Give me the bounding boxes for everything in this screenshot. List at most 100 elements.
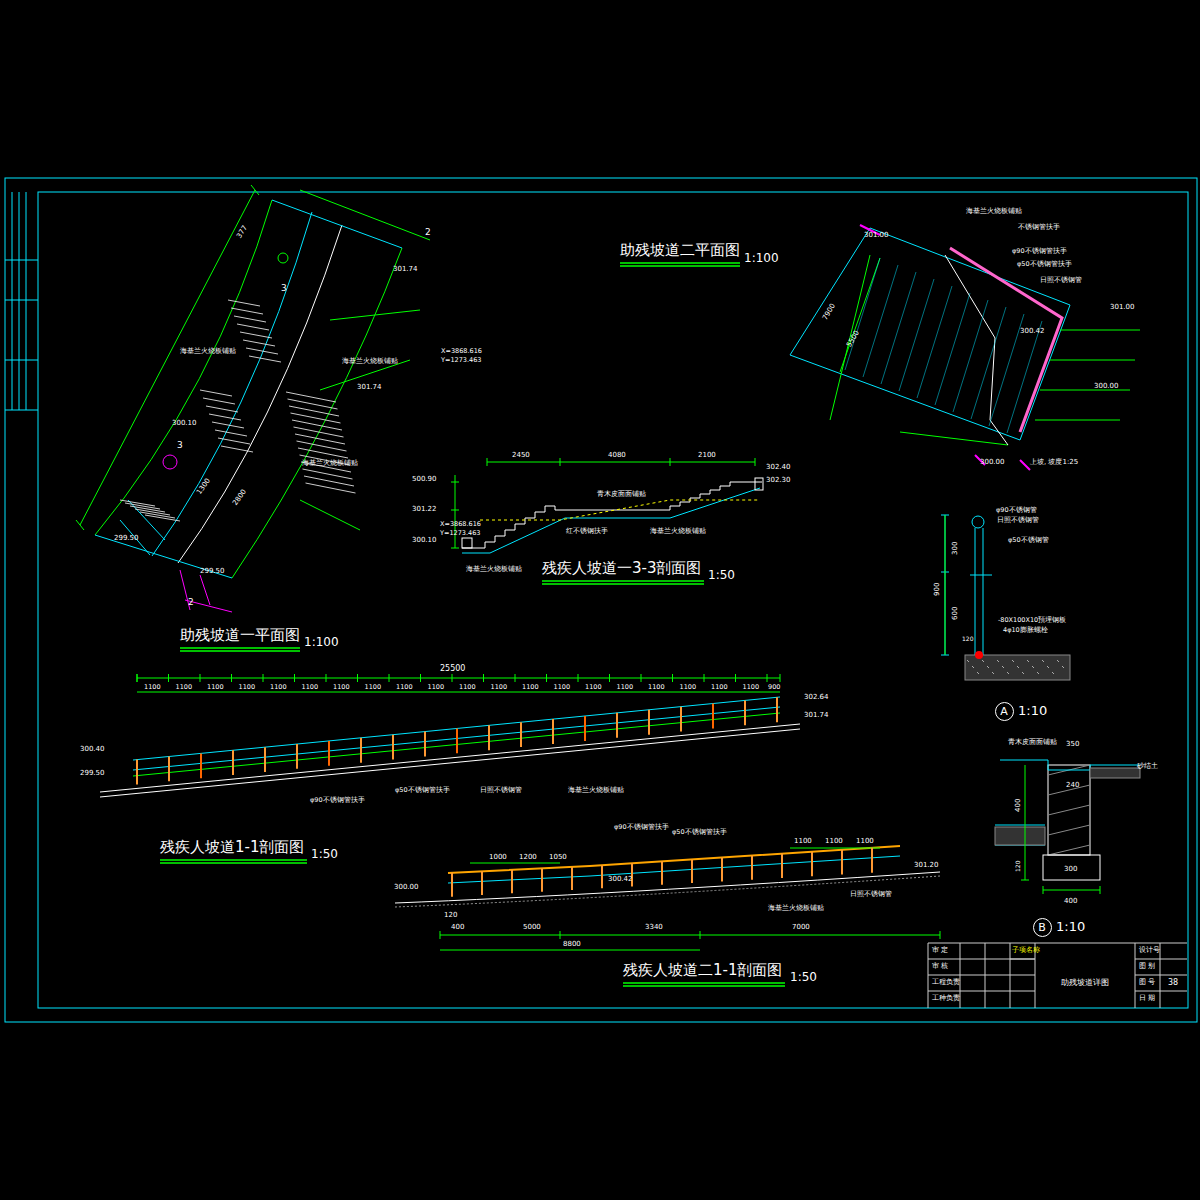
- drawing-label: 299.50: [114, 535, 139, 542]
- drawing-label: 日照不锈钢管: [1040, 277, 1082, 284]
- drawing-label: 900: [934, 583, 941, 596]
- drawn-line: [616, 713, 618, 738]
- drawing-label: 红不锈钢扶手: [566, 528, 608, 535]
- title-block-cell: 助残坡道详图: [1037, 961, 1133, 1005]
- drawn-line: [483, 674, 484, 682]
- drawing-label: 日 期: [1139, 995, 1155, 1002]
- drawn-line: [360, 738, 362, 763]
- drawing-label: 青木皮面面铺贴: [597, 491, 646, 498]
- drawing-label: 海基兰火烧板铺贴: [180, 348, 236, 355]
- drawing-label: 不锈钢管扶手: [1018, 224, 1060, 231]
- drawing-label: 1:50: [790, 971, 817, 983]
- drawing-label: 300.10: [412, 537, 437, 544]
- drawing-label: 240: [1066, 782, 1079, 789]
- drawn-line: [992, 672, 994, 674]
- drawing-label: 300.10: [172, 420, 197, 427]
- drawn-line: [935, 293, 970, 405]
- drawing-label: 350: [1066, 741, 1079, 748]
- drawing-label: 400: [1015, 799, 1022, 812]
- drawn-line: [294, 674, 295, 682]
- drawn-line: [997, 660, 999, 662]
- drawing-label: 1:50: [708, 569, 735, 581]
- node-text: 助残坡道详图: [1061, 979, 1109, 987]
- drawing-label: 1100: [144, 684, 161, 691]
- drawn-line: [1007, 672, 1009, 674]
- drawn-line: [691, 859, 693, 883]
- drawing-label: 1:50: [311, 848, 338, 860]
- drawing-label: 残疾人坡道1-1剖面图: [160, 840, 305, 855]
- drawing-label: 1:100: [304, 636, 339, 648]
- drawn-line: [200, 674, 201, 682]
- drawn-line: [306, 483, 356, 493]
- drawing-label: 302.40: [766, 464, 791, 471]
- drawn-line: [811, 852, 813, 877]
- drawn-line: [200, 390, 232, 396]
- drawn-line: [552, 719, 554, 744]
- drawing-label: 2: [425, 228, 431, 237]
- drawn-line: [326, 674, 327, 682]
- drawn-line: [228, 300, 260, 306]
- drawing-label: 301.00: [864, 232, 889, 239]
- drawing-label: 1100: [825, 838, 843, 845]
- drawing-label: 300.42: [1020, 328, 1045, 335]
- drawn-line: [601, 865, 603, 888]
- drawing-label: 海基兰火烧板铺贴: [568, 787, 624, 794]
- drawing-label: 1:10: [1056, 920, 1085, 933]
- drawing-label: 1100: [176, 684, 193, 691]
- drawn-line: [420, 674, 421, 682]
- drawn-line: [234, 316, 266, 322]
- drawing-label: 7000: [792, 924, 810, 931]
- drawing-label: 1050: [549, 854, 567, 861]
- drawn-line: [841, 850, 843, 875]
- drawn-line: [452, 674, 453, 682]
- drawing-label: 302.64: [804, 694, 829, 701]
- drawing-label: 2450: [512, 452, 530, 459]
- drawing-label: 1100: [239, 684, 256, 691]
- drawn-line: [917, 286, 952, 398]
- drawing-label: Y=1273.463: [441, 357, 481, 364]
- drawing-label: 5000: [523, 924, 541, 931]
- drawing-label: 299.50: [200, 568, 225, 575]
- drawn-line: [1022, 672, 1024, 674]
- drawing-label: 301.20: [914, 862, 939, 869]
- drawn-line: [982, 660, 984, 662]
- drawn-line: [871, 848, 873, 873]
- drawing-label: 图 别: [1139, 963, 1155, 970]
- drawing-label: 302.30: [766, 477, 791, 484]
- drawn-line: [704, 674, 705, 682]
- drawing-label: 1200: [519, 854, 537, 861]
- drawing-label: 400: [1064, 898, 1077, 905]
- drawing-label: 300.00: [394, 884, 419, 891]
- drawing-label: 砂结土: [1137, 763, 1158, 770]
- drawing-label: 助残坡道二平面图: [620, 243, 740, 258]
- drawn-line: [967, 660, 969, 662]
- node-text: 38: [1168, 979, 1178, 987]
- drawing-label: 2100: [698, 452, 716, 459]
- drawing-label: 海基兰火烧板铺贴: [966, 208, 1022, 215]
- drawn-line: [863, 265, 898, 377]
- drawing-label: 1100: [333, 684, 350, 691]
- drawing-label: 1100: [554, 684, 571, 691]
- drawn-line: [1017, 666, 1019, 668]
- drawing-label: 1:10: [1018, 704, 1047, 717]
- drawing-label: 120: [1015, 861, 1021, 872]
- drawn-line: [203, 398, 235, 404]
- drawing-label: 301.00: [1110, 304, 1135, 311]
- drawing-label: 海基兰火烧板铺贴: [650, 528, 706, 535]
- drawn-line: [249, 356, 281, 362]
- drawn-line: [953, 300, 988, 412]
- drawn-line: [231, 674, 232, 682]
- drawn-line: [221, 446, 253, 452]
- drawing-label: φ50不锈钢管扶手: [395, 787, 450, 794]
- drawing-label: 1:100: [744, 252, 779, 264]
- drawn-line: [989, 314, 1024, 426]
- drawn-line: [424, 732, 426, 757]
- drawing-label: φ90不锈钢管扶手: [614, 824, 669, 831]
- drawn-line: [781, 854, 783, 878]
- drawing-label: 4080: [608, 452, 626, 459]
- drawing-label: 300.42: [608, 876, 633, 883]
- drawing-label: 日照不锈钢管: [480, 787, 522, 794]
- drawing-label: φ90不锈钢管扶手: [1012, 248, 1067, 255]
- drawn-line: [1012, 660, 1014, 662]
- drawn-line: [1027, 660, 1029, 662]
